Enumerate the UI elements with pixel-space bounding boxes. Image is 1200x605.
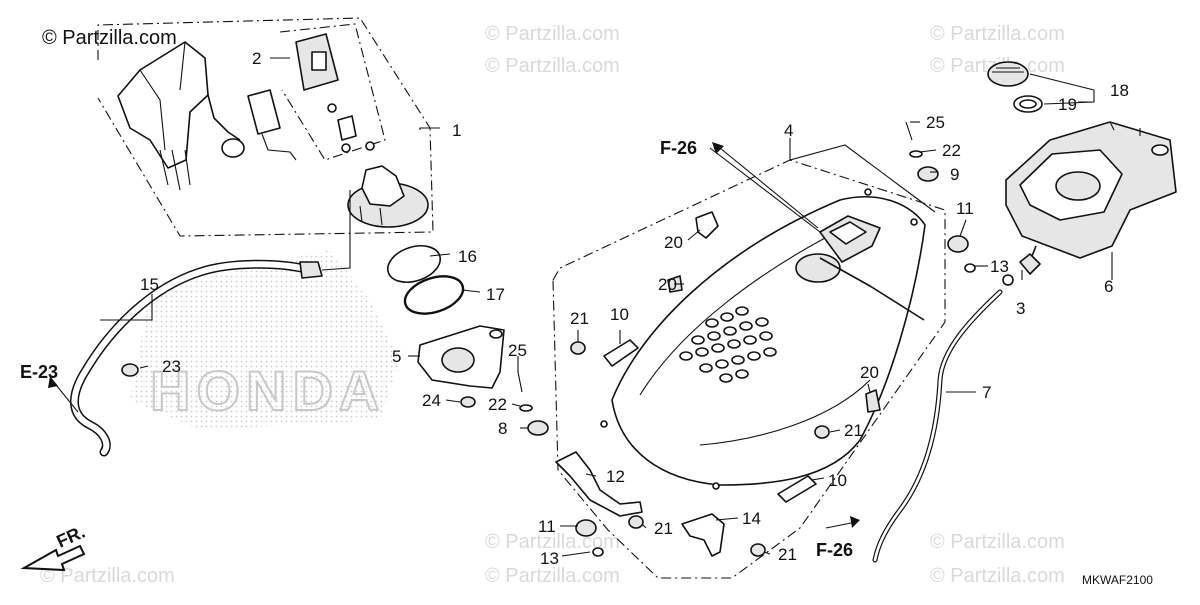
hoses	[70, 253, 1041, 563]
callout-13a: 13	[990, 257, 1009, 276]
leader-lines	[100, 57, 1113, 557]
callout-21c: 21	[654, 519, 673, 538]
callout-20c: 20	[860, 363, 879, 382]
hardware	[121, 121, 976, 557]
callout-14: 14	[742, 509, 761, 528]
gaskets	[386, 245, 465, 315]
diagram-code: MKWAF2100	[1082, 573, 1153, 587]
callout-numbers: 1 2 3 4 5 6 7 8 9 10 10 11 11 12 13 13 1…	[140, 49, 1129, 568]
ref-e23: E-23	[20, 362, 58, 382]
callout-20b: 20	[658, 275, 677, 294]
watermark-text: © Partzilla.com	[485, 23, 620, 45]
watermark-layer: HONDA © Partzilla.com © Partzilla.com © …	[40, 23, 1065, 587]
reference-arrows	[20, 142, 860, 572]
callout-19: 19	[1058, 95, 1077, 114]
watermark-text: © Partzilla.com	[930, 565, 1065, 587]
callout-10b: 10	[828, 471, 847, 490]
callout-4: 4	[784, 121, 793, 140]
callout-15: 15	[140, 275, 159, 294]
watermark-text: © Partzilla.com	[930, 531, 1065, 553]
callout-2: 2	[252, 49, 261, 68]
callout-9: 9	[950, 165, 959, 184]
watermark-text: © Partzilla.com	[485, 565, 620, 587]
callout-11a: 11	[956, 199, 974, 218]
callout-12: 12	[606, 467, 625, 486]
brand-watermark: HONDA	[150, 359, 385, 422]
callout-17: 17	[486, 285, 505, 304]
callout-20a: 20	[664, 233, 683, 252]
ref-f26-top: F-26	[660, 138, 697, 158]
callout-24: 24	[422, 391, 441, 410]
direction-label: FR.	[53, 522, 88, 552]
callout-22b: 22	[488, 395, 507, 414]
fuel-pump-assembly	[117, 33, 429, 228]
callout-21b: 21	[844, 421, 863, 440]
ref-f26-bottom: F-26	[816, 540, 853, 560]
callout-10a: 10	[610, 305, 629, 324]
front-direction-arrow-icon	[20, 544, 86, 572]
callout-13b: 13	[540, 549, 559, 568]
callout-11b: 11	[538, 517, 556, 536]
setting-plate	[417, 325, 505, 389]
copyright-watermark: © Partzilla.com	[42, 27, 177, 49]
callout-18: 18	[1110, 81, 1129, 100]
callout-7: 7	[982, 383, 991, 402]
callout-1: 1	[452, 121, 461, 140]
callout-22a: 22	[942, 141, 961, 160]
callout-6: 6	[1104, 277, 1113, 296]
watermark-text: © Partzilla.com	[40, 565, 175, 587]
tank-pad-grid	[679, 306, 777, 383]
tank-tray	[1005, 121, 1177, 263]
callout-8: 8	[498, 419, 507, 438]
callout-21d: 21	[778, 545, 797, 564]
fuel-cap	[987, 61, 1043, 113]
callout-25b: 25	[508, 341, 527, 360]
watermark-text: © Partzilla.com	[930, 23, 1065, 45]
callout-25a: 25	[926, 113, 945, 132]
fuel-tank	[600, 188, 926, 490]
callout-21a: 21	[570, 309, 589, 328]
callout-3: 3	[1016, 299, 1025, 318]
watermark-text: © Partzilla.com	[485, 55, 620, 77]
callout-23: 23	[162, 357, 181, 376]
callout-16: 16	[458, 247, 477, 266]
callout-5: 5	[392, 347, 401, 366]
